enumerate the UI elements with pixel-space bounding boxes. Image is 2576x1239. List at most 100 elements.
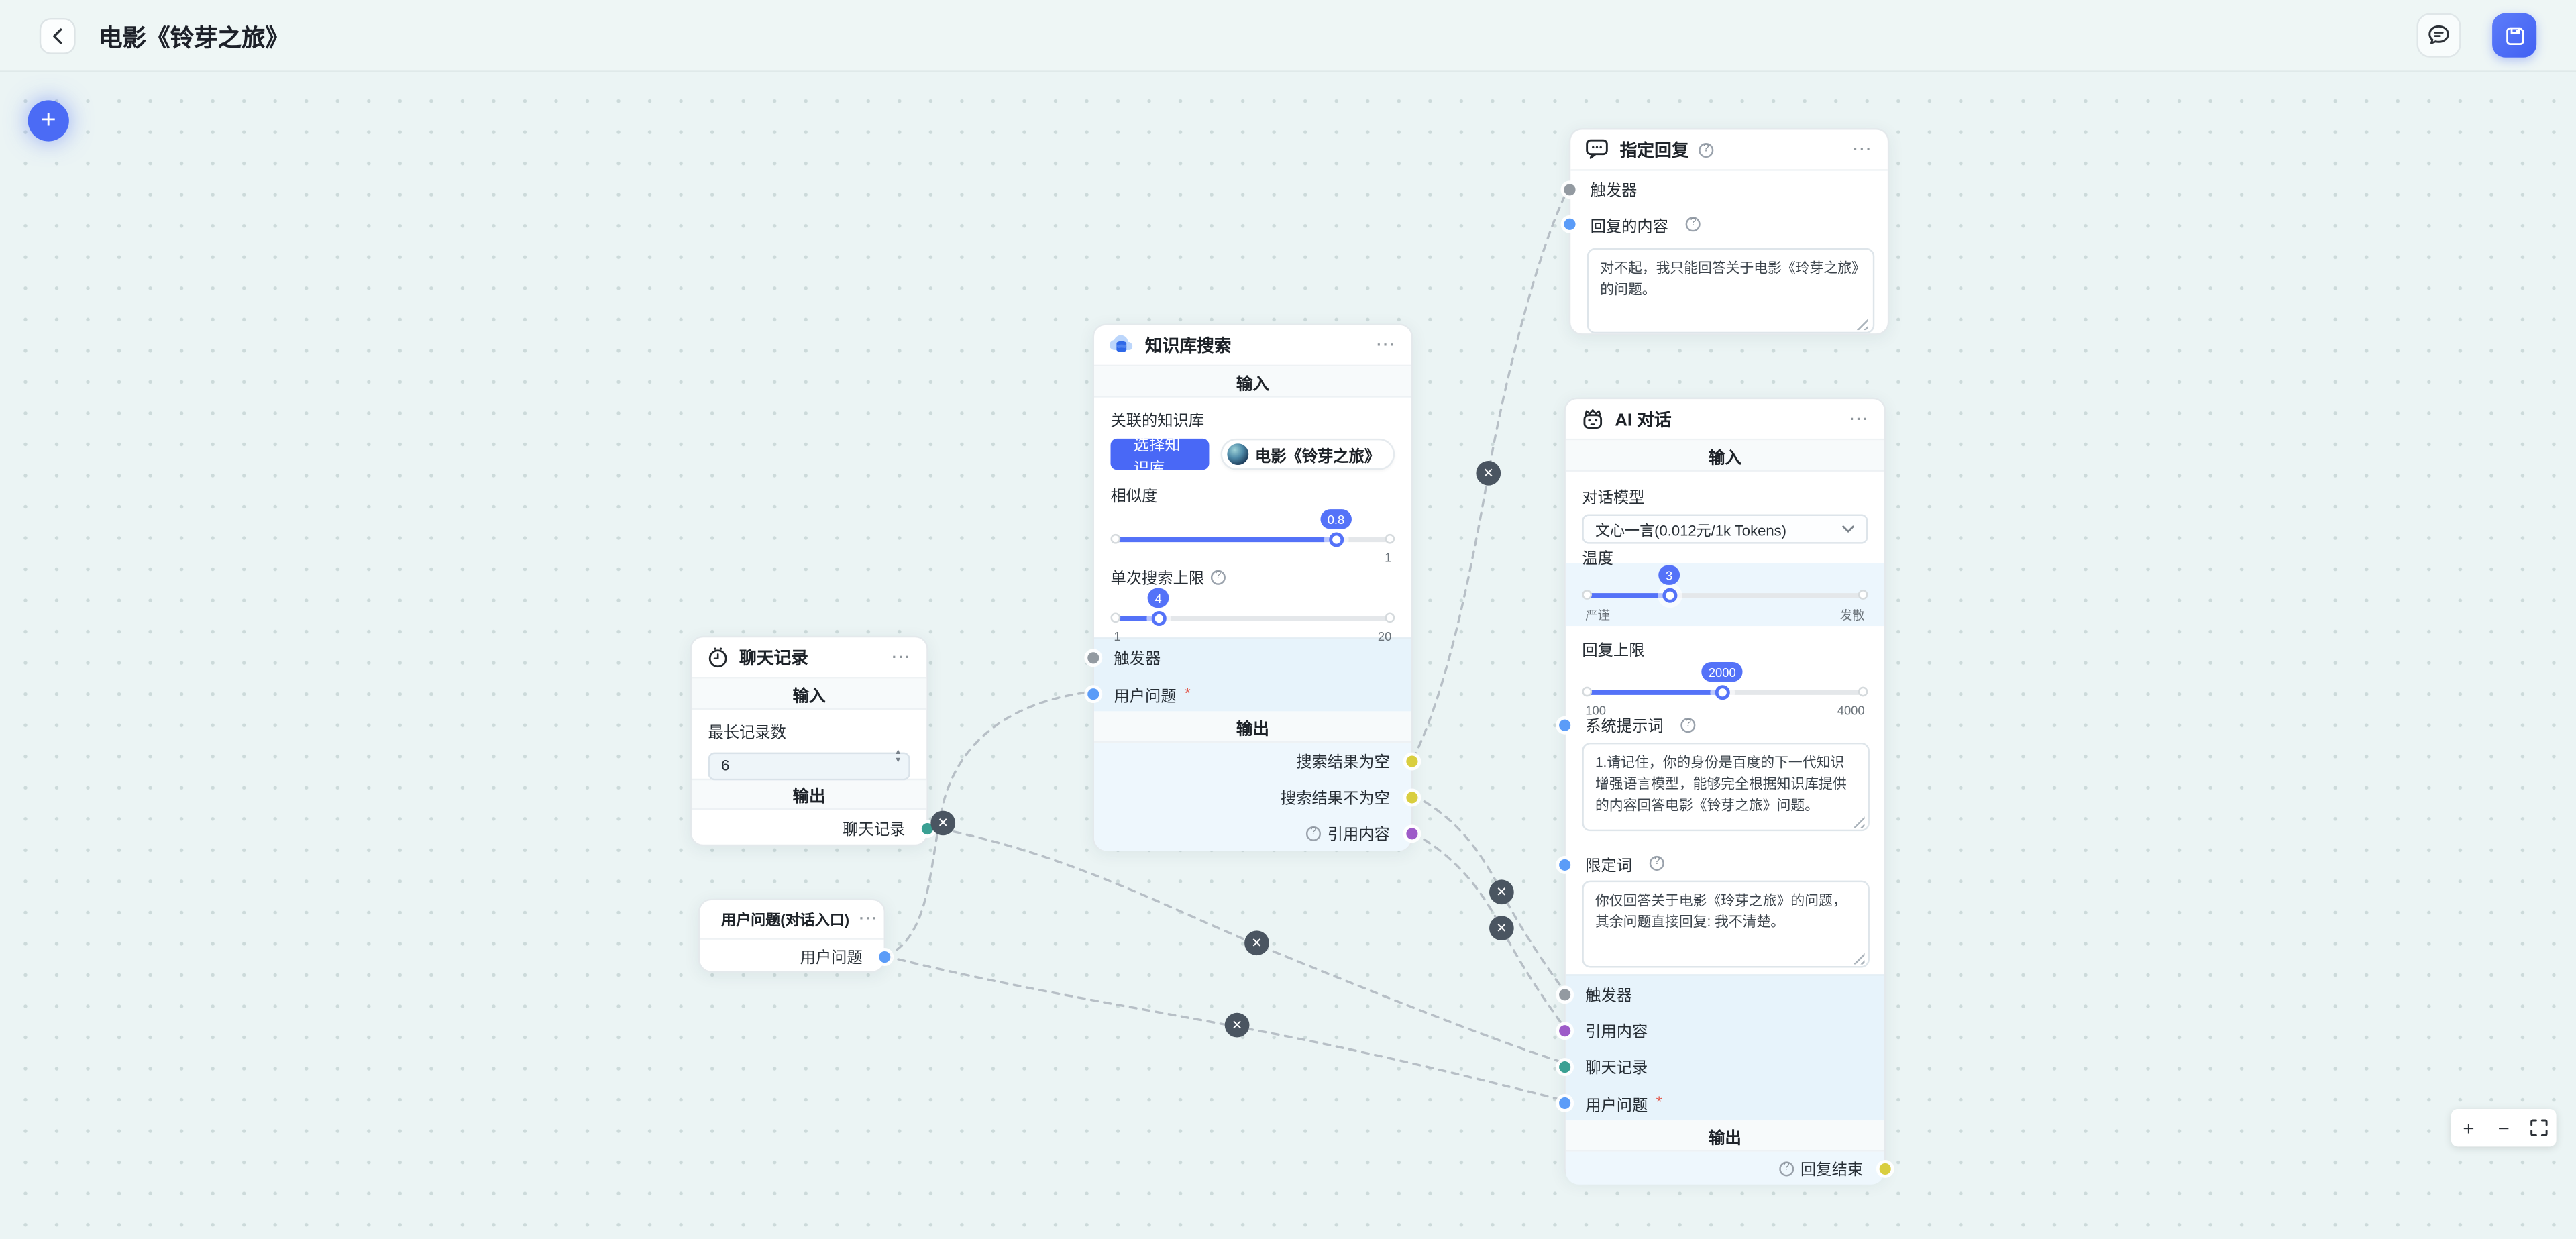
search-limit-value-badge: 4 [1147, 588, 1169, 608]
reply-limit-value-badge: 2000 [1702, 661, 1743, 682]
required-mark: * [1184, 685, 1191, 704]
search-limit-slider-thumb[interactable] [1150, 610, 1166, 625]
chat-history-port-row: 聊天记录 [1559, 1048, 1884, 1084]
wire-delete-button[interactable]: ✕ [1244, 930, 1269, 956]
fit-view-icon [2530, 1119, 2548, 1136]
similarity-slider-thumb[interactable] [1328, 531, 1344, 547]
node-header[interactable]: 知识库搜索 ··· [1094, 325, 1411, 367]
stepper-down-icon[interactable]: ▼ [894, 757, 902, 765]
user-question-port-row: 用户问题* [1087, 676, 1411, 713]
trigger-port-row: 触发器 [1564, 171, 1888, 207]
trigger-port-row: 触发器 [1087, 639, 1411, 676]
select-kb-button[interactable]: 选择知识库 [1110, 436, 1210, 477]
node-kb-search[interactable]: 知识库搜索 ··· 输入 关联的知识库 选择知识库 电影《铃芽之旅》 相似度 0… [1087, 323, 1418, 851]
reply-limit-slider[interactable]: 2000 [1582, 661, 1868, 700]
wire-delete-button[interactable]: ✕ [1489, 916, 1514, 941]
similarity-slider[interactable]: 0.8 [1110, 509, 1395, 547]
system-prompt-field: 系统提示词 ? 1.请记住，你的身份是百度的下一代知识增强语言模型，能够完全根据… [1559, 700, 1884, 841]
reply-bubble-icon [1586, 139, 1608, 159]
node-menu-button[interactable]: ··· [859, 910, 879, 927]
wire-delete-button[interactable]: ✕ [1489, 879, 1514, 905]
help-icon[interactable]: ? [1686, 217, 1701, 232]
wire-delete-button[interactable]: ✕ [1224, 1012, 1250, 1038]
chevron-left-icon [53, 28, 62, 44]
node-header[interactable]: 用户问题(对话入口) ··· [700, 900, 884, 940]
input-port-system-prompt[interactable] [1559, 719, 1571, 731]
system-prompt-textarea[interactable]: 1.请记住，你的身份是百度的下一代知识增强语言模型，能够完全根据知识库提供的内容… [1582, 742, 1870, 832]
output-row-not-empty: 搜索结果不为空 [1094, 779, 1418, 815]
output-row-user-question: 用户问题 [700, 940, 891, 973]
input-port-user-question[interactable] [1559, 1097, 1571, 1110]
input-port-content[interactable] [1564, 218, 1576, 230]
reply-content-textarea[interactable]: 对不起，我只能回答关于电影《玲芽之旅》的问题。 [1587, 248, 1875, 334]
qualifier-label: 限定词 ? [1585, 852, 1665, 875]
close-icon: ✕ [1483, 466, 1494, 481]
preview-chat-button[interactable] [2416, 13, 2461, 58]
robot-icon [1583, 409, 1603, 429]
save-button[interactable] [2492, 13, 2537, 58]
number-stepper[interactable]: ▲▼ [894, 749, 902, 766]
node-title: AI 对话 [1615, 410, 1672, 430]
node-header[interactable]: 指定回复 ? ··· [1570, 129, 1888, 171]
temperature-slider-thumb[interactable] [1662, 587, 1677, 602]
qualifier-textarea[interactable]: 你仅回答关于电影《玲芽之旅》的问题，其余问题直接回复: 我不清楚。 [1582, 880, 1870, 968]
node-menu-button[interactable]: ··· [1377, 335, 1397, 353]
fit-view-button[interactable] [2524, 1119, 2553, 1137]
similarity-value-badge: 0.8 [1320, 509, 1352, 529]
node-ai-chat[interactable]: AI 对话 ··· 输入 对话模型 文心一言(0.012元/1k Tokens)… [1559, 397, 1891, 1185]
help-icon[interactable]: ? [1779, 1161, 1794, 1176]
input-section-header: 输入 [1094, 366, 1411, 398]
node-chat-history[interactable]: 聊天记录 ··· 输入 最长记录数 ▲▼ 输出 聊天记录 [690, 635, 934, 847]
add-node-button[interactable]: + [28, 100, 69, 142]
node-user-question[interactable]: 用户问题(对话入口) ··· 用户问题 [698, 898, 891, 973]
help-icon[interactable]: ? [1680, 716, 1696, 733]
node-menu-button[interactable]: ··· [1849, 410, 1870, 427]
input-port-qualifier[interactable] [1559, 859, 1571, 871]
max-records-field: 最长记录数 ▲▼ [692, 710, 926, 780]
max-records-input[interactable] [708, 751, 910, 780]
input-port-reference[interactable] [1559, 1024, 1571, 1036]
input-port-trigger[interactable] [1564, 183, 1576, 195]
help-icon[interactable]: ? [1650, 855, 1665, 871]
input-port-user-question[interactable] [1087, 688, 1099, 700]
plus-icon: + [40, 105, 56, 134]
top-bar: 电影《铃芽之旅》 [0, 0, 2576, 72]
input-port-trigger[interactable] [1087, 651, 1099, 663]
search-limit-max-label: 20 [1377, 629, 1392, 645]
input-ports-section: 触发器 用户问题* [1087, 637, 1411, 713]
help-icon[interactable]: ? [1699, 142, 1714, 157]
input-port-trigger[interactable] [1559, 988, 1571, 1000]
zoom-in-button[interactable]: + [2463, 1116, 2475, 1140]
system-prompt-port-row: 系统提示词 ? [1559, 700, 1884, 739]
node-specified-reply[interactable]: 指定回复 ? ··· 触发器 回复的内容 ? 对不起，我只能回答关于电影《玲芽之… [1564, 128, 1890, 335]
kb-avatar [1227, 443, 1249, 466]
reference-port-row: 引用内容 [1559, 1012, 1884, 1048]
temperature-slider[interactable]: 3 [1582, 565, 1868, 602]
kb-chip[interactable]: 电影《铃芽之旅》 [1220, 438, 1395, 470]
help-icon[interactable]: ? [1210, 569, 1226, 584]
node-menu-button[interactable]: ··· [1853, 140, 1873, 157]
node-header[interactable]: AI 对话 ··· [1565, 399, 1884, 441]
search-limit-slider[interactable]: 4 [1110, 588, 1395, 625]
zoom-out-button[interactable]: − [2498, 1116, 2510, 1140]
reply-limit-slider-thumb[interactable] [1715, 684, 1730, 700]
model-field: 对话模型 文心一言(0.012元/1k Tokens) [1566, 472, 1884, 544]
node-header[interactable]: 聊天记录 ··· [692, 637, 927, 679]
knowledge-base-icon [1109, 335, 1133, 352]
reply-limit-min-label: 100 [1585, 703, 1606, 718]
help-icon[interactable]: ? [1305, 825, 1321, 841]
input-port-chat-history[interactable] [1559, 1060, 1571, 1072]
wire-delete-button[interactable]: ✕ [930, 810, 956, 836]
model-label: 对话模型 [1582, 489, 1645, 508]
output-port-reply-end[interactable] [1879, 1162, 1891, 1174]
kb-select-field: 关联的知识库 选择知识库 电影《铃芽之旅》 [1094, 398, 1411, 477]
output-section-header: 输出 [1094, 711, 1411, 743]
content-label: 回复的内容 ? [1591, 213, 1701, 235]
node-menu-button[interactable]: ··· [892, 648, 912, 665]
wire-delete-button[interactable]: ✕ [1476, 460, 1501, 486]
search-limit-min-label: 1 [1114, 629, 1121, 645]
model-select[interactable]: 文心一言(0.012元/1k Tokens) [1582, 514, 1868, 544]
back-button[interactable] [39, 17, 76, 54]
kb-chip-label: 电影《铃芽之旅》 [1254, 447, 1381, 466]
